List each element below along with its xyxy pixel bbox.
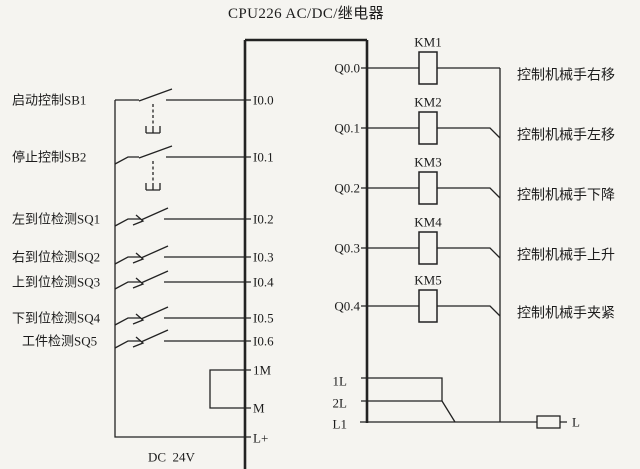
terminal-m: M — [253, 401, 265, 416]
coil-label-km3: KM3 — [414, 155, 441, 170]
coil-km2 — [418, 111, 438, 145]
terminal-i0-0: I0.0 — [253, 93, 274, 108]
function-label-km3: 控制机械手下降 — [517, 188, 615, 204]
wire-sq1 — [114, 218, 251, 227]
wire-sq4 — [114, 317, 251, 326]
coil-label-km4: KM4 — [414, 215, 442, 230]
input-row-sq5: 工件检测SQ5 I0.6 — [22, 329, 274, 349]
limit-switch-sq2-symbol — [132, 245, 169, 264]
terminal-1l: 1L — [333, 374, 348, 389]
plc-box-outline — [243, 38, 369, 469]
coil-label-km1: KM1 — [414, 35, 441, 50]
pushbutton-sb1-symbol — [138, 88, 173, 134]
dc-24v-label: DC 24V — [148, 450, 196, 465]
limit-switch-sq5-symbol — [132, 329, 169, 348]
wire-km4 — [361, 247, 501, 259]
limit-switch-sq4-symbol — [132, 306, 169, 325]
input-row-sq4: 下到位检测SQ4 I0.5 — [12, 306, 274, 326]
terminal-q0-1: Q0.1 — [334, 121, 360, 136]
wire-km3 — [361, 187, 501, 199]
terminal-q0-2: Q0.2 — [334, 181, 360, 196]
input-common-bus — [114, 100, 251, 438]
label-sq2: 右到位检测SQ2 — [12, 250, 100, 265]
limit-switch-sq3-symbol — [132, 270, 169, 289]
output-supply-section: 1L 2L L1 L — [333, 374, 580, 432]
terminal-1m: 1M — [253, 363, 272, 378]
wire-sq3 — [114, 281, 251, 290]
input-row-sq1: 左到位检测SQ1 I0.2 — [12, 207, 274, 227]
label-sq5: 工件检测SQ5 — [22, 334, 97, 349]
coil-label-km5: KM5 — [414, 273, 441, 288]
terminal-i0-4: I0.4 — [253, 275, 274, 290]
label-sq3: 上到位检测SQ3 — [12, 275, 100, 290]
pushbutton-sb2-symbol — [138, 145, 173, 191]
input-row-sb1: 启动控制SB1 I0.0 — [12, 88, 274, 134]
terminal-l1: L1 — [333, 417, 347, 432]
input-row-sq3: 上到位检测SQ3 I0.4 — [12, 270, 274, 290]
wire-km2 — [361, 127, 501, 139]
output-row-km5: Q0.4 KM5 控制机械手夹紧 — [334, 273, 615, 323]
terminal-i0-2: I0.2 — [253, 212, 274, 227]
output-row-km1: Q0.0 KM1 控制机械手右移 — [334, 35, 615, 85]
wire-km5 — [361, 305, 501, 317]
coil-km3 — [418, 171, 438, 205]
input-row-sq2: 右到位检测SQ2 I0.3 — [12, 245, 274, 265]
wire-sb2 — [114, 156, 251, 165]
terminal-l-plus: L+ — [253, 431, 268, 446]
function-label-km5: 控制机械手夹紧 — [517, 306, 615, 322]
label-sb1: 启动控制SB1 — [12, 93, 86, 108]
diagram-title: CPU226 AC/DC/继电器 — [228, 5, 384, 22]
label-sq1: 左到位检测SQ1 — [12, 212, 100, 227]
terminal-q0-3: Q0.3 — [334, 241, 360, 256]
terminal-i0-3: I0.3 — [253, 250, 274, 265]
label-sq4: 下到位检测SQ4 — [12, 311, 101, 326]
terminal-i0-5: I0.5 — [253, 311, 274, 326]
limit-switch-sq1-symbol — [132, 207, 169, 226]
line-terminal-label: L — [572, 415, 580, 430]
jumper-1m-m-wire — [209, 369, 251, 409]
output-row-km3: Q0.2 KM3 控制机械手下降 — [334, 155, 615, 205]
terminal-i0-6: I0.6 — [253, 334, 274, 349]
function-label-km1: 控制机械手右移 — [517, 68, 615, 84]
function-label-km2: 控制机械手左移 — [517, 128, 615, 144]
coil-km5 — [418, 289, 438, 323]
wire-sq2 — [114, 256, 251, 265]
wire-sq5 — [114, 340, 251, 349]
coil-km4 — [418, 231, 438, 265]
sensor-common-section: 1M M L+ DC 24V — [148, 363, 272, 465]
output-row-km2: Q0.1 KM2 控制机械手左移 — [334, 95, 615, 145]
label-sb2: 停止控制SB2 — [12, 150, 86, 165]
terminal-q0-4: Q0.4 — [334, 299, 360, 314]
coil-km1 — [418, 51, 438, 85]
function-label-km4: 控制机械手上升 — [517, 248, 615, 264]
output-row-km4: Q0.3 KM4 控制机械手上升 — [334, 215, 615, 265]
supply-wires — [360, 377, 567, 423]
terminal-2l: 2L — [333, 396, 348, 411]
terminal-q0-0: Q0.0 — [334, 61, 360, 76]
fuse-symbol — [536, 415, 561, 429]
input-row-sb2: 停止控制SB2 I0.1 — [12, 145, 274, 191]
coil-label-km2: KM2 — [414, 95, 441, 110]
terminal-i0-1: I0.1 — [253, 150, 274, 165]
